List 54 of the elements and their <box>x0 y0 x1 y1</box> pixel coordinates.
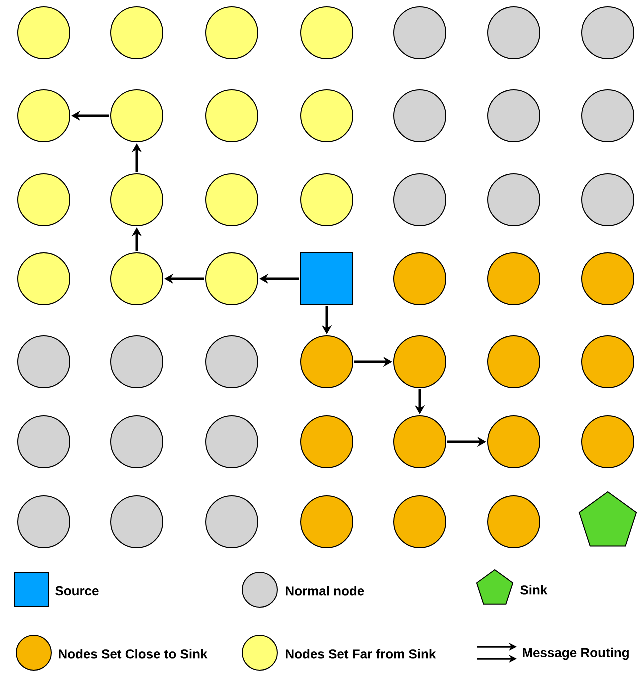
circle-node <box>18 496 70 548</box>
circle-node <box>110 252 164 306</box>
circle-node <box>18 336 70 388</box>
circle-node <box>300 6 354 60</box>
circle-node <box>18 174 70 226</box>
circle-node <box>206 252 258 306</box>
circle-node <box>394 496 446 548</box>
circle-node <box>582 174 634 226</box>
circle-node <box>206 6 258 60</box>
circle-node <box>582 336 634 388</box>
legend-label: Message Routing <box>523 648 629 660</box>
legend-label: Sink <box>520 585 548 595</box>
circle-node <box>300 174 354 226</box>
circle-node <box>582 416 634 468</box>
circle-node <box>110 174 164 226</box>
circle-node <box>18 416 70 468</box>
square-node <box>300 252 354 306</box>
circle-node <box>206 174 258 226</box>
legend-label: Normal node <box>286 586 364 596</box>
circle-node <box>394 90 446 142</box>
circle-node <box>300 496 354 548</box>
circle-node <box>206 90 258 142</box>
circle-node <box>488 336 540 388</box>
circle-node <box>110 6 164 60</box>
circle-node <box>300 416 354 468</box>
legend-label: Source <box>56 586 99 596</box>
circle-node <box>394 6 446 60</box>
circle-node <box>488 252 540 306</box>
legend-label: Nodes Set Far from Sink <box>286 649 436 659</box>
circle-node <box>582 252 634 306</box>
circle-node <box>110 336 164 388</box>
circle-node <box>206 416 258 468</box>
circle-node <box>18 252 70 306</box>
circle-node <box>300 336 354 388</box>
circle-node <box>18 90 70 142</box>
legend-label: Nodes Set Close to Sink <box>59 649 208 659</box>
circle-node <box>110 90 164 142</box>
circle-node <box>394 252 446 306</box>
circle-node <box>488 416 540 468</box>
circle-node <box>582 6 634 60</box>
circle-node <box>488 496 540 548</box>
circle-node <box>110 496 164 548</box>
circle-node <box>206 336 258 388</box>
circle-node <box>206 496 258 548</box>
circle-node <box>18 6 70 60</box>
circle-node <box>394 174 446 226</box>
circle-node <box>488 90 540 142</box>
circle-node <box>394 336 446 388</box>
circle-node <box>394 416 446 468</box>
circle-node <box>582 90 634 142</box>
circle-node <box>488 174 540 226</box>
circle-node <box>300 90 354 142</box>
circle-node <box>488 6 540 60</box>
circle-node <box>110 416 164 468</box>
